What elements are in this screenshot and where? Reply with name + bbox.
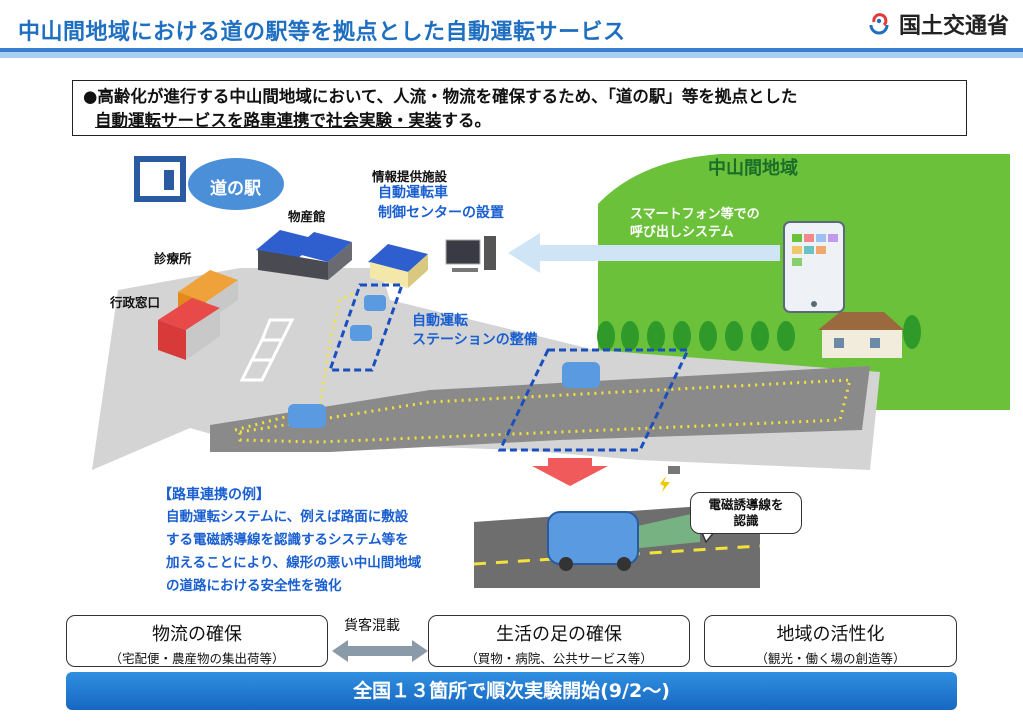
bottom-banner: 全国１３箇所で順次実験開始(9/2～) [66,672,957,710]
station-line-2: ステーションの整備 [412,332,538,348]
sensor-beam [620,512,700,550]
mixed-cargo-label: 貨客混載 [344,618,400,634]
clinic-label: 診療所 [154,251,192,266]
outcome-revitalization: 地域の活性化 （観光・働く場の創造等） [704,615,957,667]
scene-svg [92,154,1010,588]
station-line-1: 自動運転 [412,313,468,329]
autonomous-vehicle-detail [547,511,639,571]
cooperation-dashed-area [497,348,691,452]
computer-terminal [445,236,496,272]
outcome-logistics: 物流の確保 （宅配便・農産物の集出荷等） [66,615,328,667]
smartphone-line-2: 呼び出しシステム [630,225,734,240]
outcome-mobility: 生活の足の確保 （買物・病院、公共サービス等） [428,615,690,667]
info-facility-label: 情報提供施設 [372,169,448,184]
outcome-revitalization-sub: （観光・働く場の創造等） [755,651,906,666]
outcome-logistics-title: 物流の確保 [152,624,242,645]
lead-text-1: 高齢化が進行する中山間地域において、人流・物流を確保するため、「道の駅」等を拠点… [97,87,798,106]
example-line-4: の道路における安全性を強化 [166,578,342,594]
control-center-line-2: 制御センターの設置 [378,205,504,221]
induction-wire-callout: 電磁誘導線を 認識 [690,492,802,534]
products-hall-label: 物産館 [288,209,326,224]
bullet: ● [83,87,98,106]
michinoeki-label: 道の駅 [210,179,261,199]
smartphone-line-1: スマートフォン等での [630,207,760,222]
admin-office-building [158,298,220,360]
ministry-logo: 国土交通省 [865,8,1009,40]
tablet-device [783,221,845,313]
ministry-emblem-icon [869,13,889,35]
outcome-revitalization-title: 地域の活性化 [776,624,885,645]
region-title: 中山間地域 [708,158,798,179]
title-underline [0,48,1023,58]
lead-line-1: ●高齢化が進行する中山間地域において、人流・物流を確保するため、「道の駅」等を拠… [83,85,956,109]
michinoeki-bubble [188,158,284,210]
outcome-mobility-sub: （買物・病院、公共サービス等） [465,651,653,666]
outcome-mobility-title: 生活の足の確保 [496,624,622,645]
info-facility-building [368,244,428,288]
satellite-icon [660,466,680,492]
callout-line-1: 電磁誘導線を [708,497,784,512]
double-arrow-icon [332,640,428,662]
example-heading: 【路車連携の例】 [158,487,270,503]
title-bar: 中山間地域における道の駅等を拠点とした自動運転サービス 国土交通省 [0,0,1023,62]
example-line-2: する電磁誘導線を認識するシステム等を [166,532,409,548]
house-upper [818,312,904,358]
cooperation-example: 【路車連携の例】 [158,484,270,504]
parking-lot [239,318,295,382]
station-dashed-area [327,283,405,372]
autonomous-vehicle-station-1 [364,295,386,311]
control-center-line-1: 自動運転車 [378,185,448,201]
scene-illustration: 道の駅 物産館 診療所 行政窓口 情報提供施設 自動運転車 制御センターの設置 … [0,140,1023,610]
lead-underlined-text: 自動運転サービスを路車連携で社会実験・実装 [95,111,442,130]
page-title: 中山間地域における道の駅等を拠点とした自動運転サービス [18,20,626,45]
lead-text-2: する。 [441,111,492,130]
admin-office-label: 行政窓口 [110,295,161,310]
outcome-logistics-sub: （宅配便・農産物の集出荷等） [109,651,285,666]
michinoeki-sign-icon [134,156,186,202]
example-line-3: 加えることにより、線形の悪い中山間地域 [166,555,422,571]
ministry-name: 国土交通省 [898,14,1009,39]
autonomous-vehicle-station-2 [350,325,372,341]
autonomous-vehicle-road-2 [562,362,600,388]
example-line-1: 自動運転システムに、例えば路面に敷設 [166,509,409,525]
product-hall-building [256,230,352,280]
zoom-down-arrow [532,458,608,486]
callout-line-2: 認識 [733,513,759,528]
lead-statement-box: ●高齢化が進行する中山間地域において、人流・物流を確保するため、「道の駅」等を拠… [72,80,967,136]
road [210,366,870,452]
lead-line-2: 自動運転サービスを路車連携で社会実験・実装する。 [83,109,956,133]
call-arrow [508,233,780,273]
example-body: 自動運転システムに、例えば路面に敷設 する電磁誘導線を認識するシステム等を 加え… [166,506,421,598]
autonomous-vehicle-road-1 [288,404,326,428]
